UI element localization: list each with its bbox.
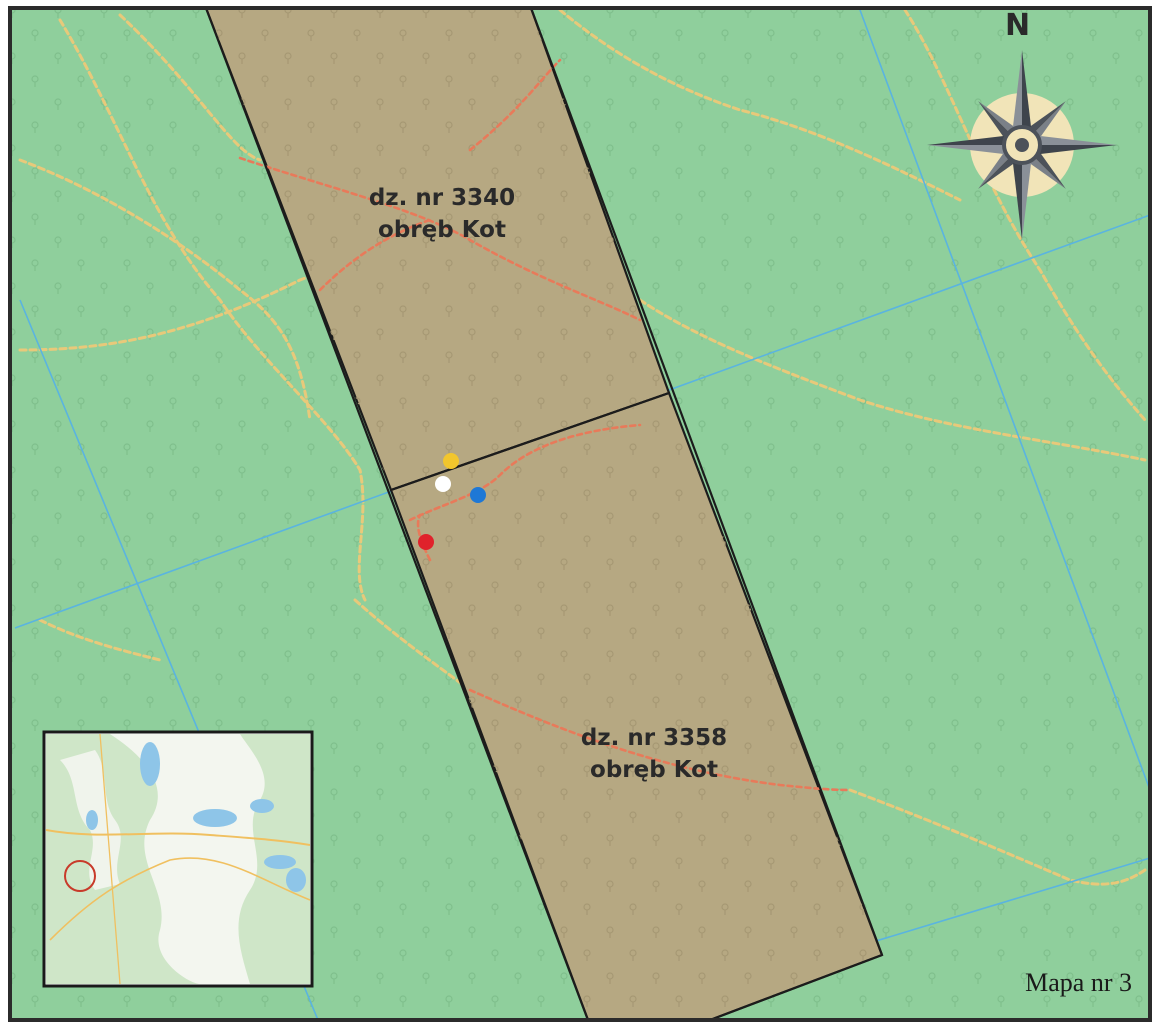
parcel-boundaries (204, 7, 884, 1022)
parcel-number-label: dz. nr 3340 (368, 185, 516, 211)
map-number-label: Mapa nr 3 (1025, 968, 1132, 997)
white-marker[interactable] (435, 476, 451, 492)
north-label: N (1005, 8, 1031, 43)
red-marker[interactable] (418, 534, 434, 550)
parcel-number-label: dz. nr 3358 (580, 725, 728, 751)
location-indicator-icon (64, 860, 96, 892)
parcel-3340 (204, 6, 671, 492)
compass-rose-icon (927, 50, 1117, 240)
parcel-label-3358: dz. nr 3358 obręb Kot (544, 722, 764, 786)
forest-tracks (18, 8, 1147, 886)
precinct-label: obręb Kot (378, 217, 506, 243)
blue-marker[interactable] (470, 487, 486, 503)
parcel-label-3340: dz. nr 3340 obręb Kot (332, 182, 552, 246)
precinct-label: obręb Kot (590, 757, 718, 783)
map-border (8, 6, 1152, 1022)
overview-inset-map (42, 730, 314, 988)
yellow-marker[interactable] (443, 453, 459, 469)
